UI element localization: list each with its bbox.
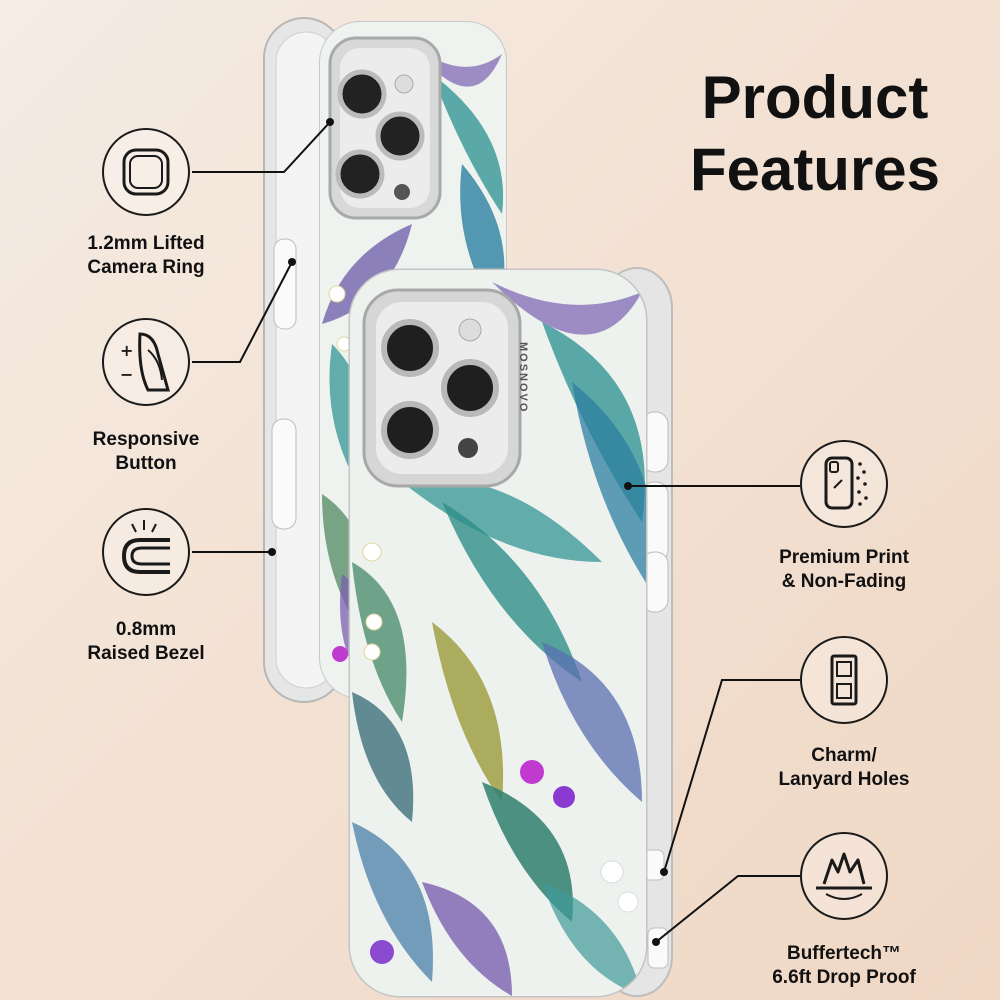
feature-drop-line1: Buffertech™ bbox=[786, 943, 901, 964]
brand-label: MOSNOVO bbox=[517, 342, 529, 413]
feature-button: Responsive Button bbox=[36, 428, 256, 476]
feature-button-line1: Responsive bbox=[92, 429, 200, 450]
feature-print-line1: Premium Print bbox=[779, 547, 909, 568]
heading-line-1: Product bbox=[701, 64, 929, 131]
feature-camera-ring-line2: Camera Ring bbox=[87, 257, 205, 278]
feature-camera-ring: 1.2mm Lifted Camera Ring bbox=[36, 232, 256, 280]
feature-print-line2: & Non-Fading bbox=[781, 571, 907, 592]
feature-lanyard-line2: Lanyard Holes bbox=[778, 769, 910, 790]
feature-drop: Buffertech™ 6.6ft Drop Proof bbox=[734, 942, 954, 990]
product-features-heading: Product Features bbox=[650, 62, 980, 206]
front-phone-case: MOSNOVO bbox=[348, 267, 673, 998]
lanyard-holes-icon bbox=[830, 654, 858, 706]
feature-bezel-line1: 0.8mm bbox=[115, 619, 177, 640]
feature-bezel: 0.8mm Raised Bezel bbox=[36, 618, 256, 666]
lanyard-holes-icon-circle bbox=[800, 636, 888, 724]
drop-proof-icon bbox=[816, 852, 872, 900]
feature-lanyard: Charm/ Lanyard Holes bbox=[734, 744, 954, 792]
feature-button-line2: Button bbox=[115, 453, 177, 474]
camera-ring-icon bbox=[122, 148, 170, 196]
raised-bezel-icon-circle bbox=[102, 508, 190, 596]
premium-print-icon-circle bbox=[800, 440, 888, 528]
responsive-button-icon-circle: + − bbox=[102, 318, 190, 406]
feature-print: Premium Print & Non-Fading bbox=[734, 546, 954, 594]
responsive-button-icon: + − bbox=[120, 332, 170, 392]
heading-line-2: Features bbox=[689, 136, 941, 203]
svg-text:−: − bbox=[120, 365, 133, 384]
svg-text:+: + bbox=[120, 341, 133, 360]
feature-camera-ring-line1: 1.2mm Lifted bbox=[87, 233, 205, 254]
feature-lanyard-line1: Charm/ bbox=[811, 745, 877, 766]
camera-ring-icon-circle bbox=[102, 128, 190, 216]
premium-print-icon bbox=[824, 456, 868, 510]
feature-drop-line2: 6.6ft Drop Proof bbox=[772, 967, 916, 988]
raised-bezel-icon bbox=[121, 520, 170, 574]
feature-bezel-line2: Raised Bezel bbox=[87, 643, 205, 664]
drop-proof-icon-circle bbox=[800, 832, 888, 920]
